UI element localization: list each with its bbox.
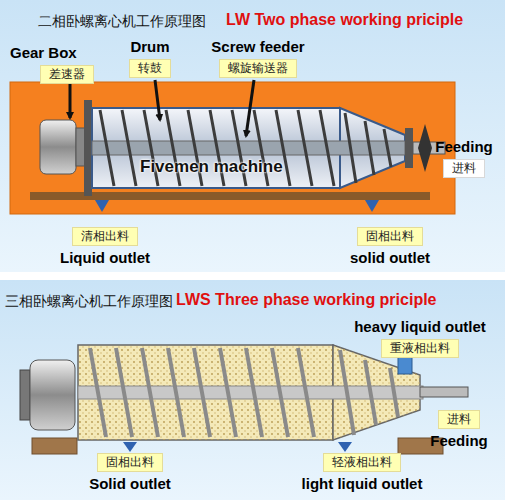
label-box: 清相出料 [72,227,138,246]
machine-label: Fivemen machine [140,157,283,177]
label-box: 进料 [438,410,480,429]
part-name: Gear Box [10,44,77,62]
outlet-arrow [338,442,352,452]
callout-box: Screw feeder 螺旋输送器 [198,38,318,78]
leader-arrow [246,80,254,136]
part-name: Screw feeder [211,38,304,56]
screw-flights [90,348,398,437]
label-box: 重液相出料 [381,339,459,358]
callout-box: 固相出料 Solid outlet [80,453,180,493]
callout-box: 固相出料 solid outlet [335,227,445,267]
outlet-arrow [365,200,379,212]
outlet-arrow [95,200,109,212]
part-name: Drum [130,38,169,56]
label-box: 差速器 [40,65,94,84]
bottom-panel [0,280,505,500]
outlet-arrow [123,442,137,452]
gear-box [30,360,75,430]
callout-box: 清相出料 Liquid outlet [55,227,155,267]
leader-arrow [155,80,160,120]
panel-title: LWS Three phase working priciple [176,291,437,309]
part-name: Liquid outlet [60,249,150,267]
part-name: light liquid outlet [302,475,423,493]
fan-blade [418,124,432,172]
label-box: 螺旋输送器 [219,59,297,78]
label-box: 固相出料 [357,227,423,246]
gear-box [40,120,76,174]
panel-title: 三相卧螺离心机工作原理图 [5,293,173,309]
top-panel [0,0,505,272]
callout-box: Drum 转鼓 [115,38,185,78]
part-name: solid outlet [350,249,430,267]
screw-flights [100,110,391,186]
pulley [20,370,30,420]
part-name: Feeding [430,432,488,450]
machine-stand [32,438,77,454]
part-name: Feeding [435,138,493,156]
label-box: 轻液相出料 [323,453,401,472]
callout-box: Gear Box 差速器 [10,44,110,84]
callout-box: heavy liquid outlet 重液相出料 [335,318,505,358]
callout-box: 进料 Feeding [413,410,505,450]
part-name: heavy liquid outlet [354,318,486,336]
panel-title: LW Two phase working priciple [226,11,463,29]
feed-pipe [420,387,468,397]
label-box: 转鼓 [129,59,171,78]
screw-hub [92,141,405,155]
bearing-block [84,100,92,196]
panel-title: 二相卧螺离心机工作原理图 [38,13,206,29]
label-box: 固相出料 [97,453,163,472]
machine-backdrop [10,82,455,214]
bearing-block [405,128,413,168]
callout-box: 轻液相出料 light liquid outlet [262,453,462,493]
leader-arrow [69,82,72,118]
label-box: 进料 [443,159,485,178]
callout-box: Feeding 进料 [425,138,503,178]
part-name: Solid outlet [89,475,171,493]
